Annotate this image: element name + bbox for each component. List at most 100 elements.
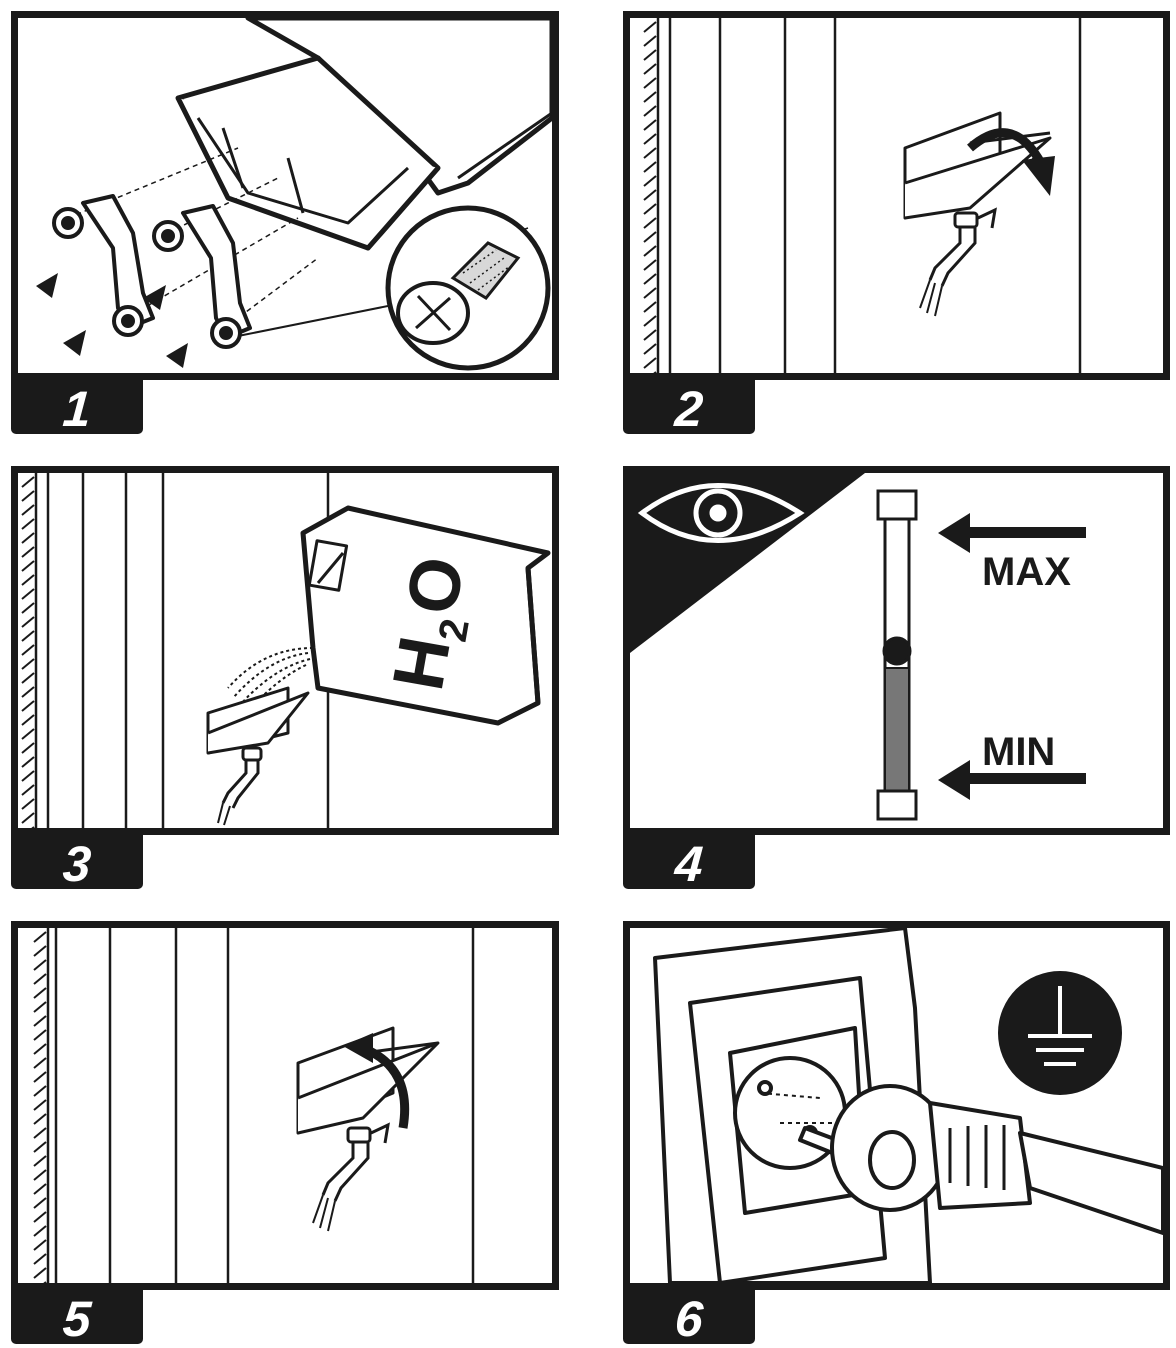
level-gauge (876, 489, 918, 821)
hatch-mark (33, 1085, 47, 1097)
hatch-mark (21, 658, 35, 670)
hatch-mark (33, 1155, 47, 1167)
hatch-mark (21, 812, 35, 824)
step-number: 3 (61, 836, 93, 892)
hatch-mark (643, 133, 657, 145)
hatch-mark (643, 119, 657, 131)
hatch-mark (33, 1211, 47, 1223)
hatch-mark (643, 175, 657, 187)
arrow-icon (36, 273, 188, 368)
hatch-mark (643, 259, 657, 271)
plug-icon (759, 1084, 1163, 1235)
step-number-badge: 6 (623, 1290, 755, 1347)
drain-tray-open-drawing (643, 18, 1082, 373)
hatch-mark (33, 1141, 47, 1153)
step-1-illustration (11, 11, 559, 380)
mounting-foot-left (52, 194, 155, 337)
hatch-mark (33, 1183, 47, 1195)
hatch-mark (43, 1281, 47, 1283)
hatch-mark (21, 644, 35, 656)
hatch-mark (31, 826, 35, 828)
hatch-mark (643, 315, 657, 327)
faucet-icon (217, 746, 263, 826)
hatch-mark (33, 1071, 47, 1083)
hatch-mark (643, 287, 657, 299)
hatch-mark (21, 476, 35, 488)
step-number: 6 (673, 1291, 705, 1347)
hatch-mark (643, 217, 657, 229)
faucet-icon (312, 1122, 390, 1232)
step-number-badge: 3 (11, 835, 143, 892)
hatch-mark (643, 231, 657, 243)
screw-icon (237, 205, 551, 371)
step-number: 1 (61, 381, 93, 437)
faucet-icon (919, 207, 997, 317)
hatch-mark (21, 504, 35, 516)
hatch-mark (643, 77, 657, 89)
step-number: 4 (673, 836, 705, 892)
water-canister (300, 505, 551, 726)
hatch-mark (33, 945, 47, 957)
hatch-mark (33, 1127, 47, 1139)
hatch-mark (21, 532, 35, 544)
hatch-mark (33, 931, 47, 943)
hatch-mark (33, 987, 47, 999)
hatch-mark (643, 63, 657, 75)
hatch-mark (21, 742, 35, 754)
hatch-mark (21, 686, 35, 698)
hatch-mark (33, 1015, 47, 1027)
formula-o: O (392, 551, 481, 620)
hatch-mark (21, 784, 35, 796)
hatch-mark (33, 1043, 47, 1055)
hatch-mark (21, 714, 35, 726)
tray (206, 686, 310, 755)
hatch-mark (643, 203, 657, 215)
step-panel-5: 5 (11, 921, 559, 1347)
dehumidifier-body (175, 18, 552, 251)
hatch-mark (643, 49, 657, 61)
mounting-foot-right (152, 204, 252, 349)
hatch-marks (643, 21, 657, 373)
hatch-mark (643, 161, 657, 173)
step-panel-6: 6 (623, 921, 1170, 1347)
max-arrow (938, 513, 1086, 553)
hatch-marks (21, 476, 35, 828)
hatch-mark (643, 301, 657, 313)
step-panel-3: H 2 O 3 (11, 466, 559, 892)
hatch-mark (643, 147, 657, 159)
hatch-mark (21, 672, 35, 684)
hatch-mark (33, 1239, 47, 1251)
hatch-mark (21, 490, 35, 502)
step-number-badge: 2 (623, 380, 755, 437)
hatch-mark (643, 245, 657, 257)
plug-in-drawing (653, 928, 1163, 1283)
step-number: 2 (673, 381, 705, 437)
step-number-badge: 1 (11, 380, 143, 437)
hatch-mark (21, 616, 35, 628)
hatch-mark (33, 973, 47, 985)
eye-icon (637, 483, 805, 543)
hatch-mark (643, 105, 657, 117)
step-number-badge: 4 (623, 835, 755, 892)
hatch-mark (21, 574, 35, 586)
hatch-mark (21, 560, 35, 572)
hatch-mark (33, 1197, 47, 1209)
step-panel-4: MAX MIN 4 (623, 466, 1170, 892)
hatch-mark (33, 1001, 47, 1013)
mounting-feet-drawing (36, 18, 552, 371)
hatch-mark (21, 798, 35, 810)
hatch-mark (643, 21, 657, 33)
ground-symbol-icon (998, 971, 1122, 1095)
min-label: MIN (982, 730, 1055, 774)
hatch-mark (33, 1267, 47, 1279)
hatch-mark (21, 700, 35, 712)
hatch-mark (643, 91, 657, 103)
hatch-mark (33, 1253, 47, 1265)
step-6-illustration (623, 921, 1170, 1290)
hatch-mark (33, 1225, 47, 1237)
step-4-illustration: MAX MIN (623, 466, 1170, 835)
hatch-mark (643, 343, 657, 355)
step-panel-1: 1 (11, 11, 559, 437)
h2o-label: H 2 O (378, 551, 481, 696)
hatch-marks (33, 931, 47, 1283)
